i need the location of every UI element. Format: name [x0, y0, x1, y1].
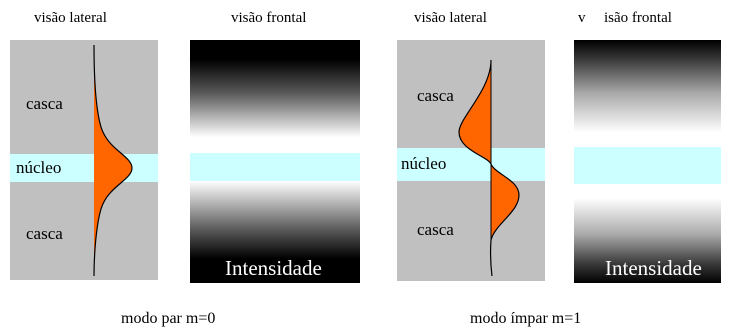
right-front-core-band	[574, 147, 721, 184]
even-mode-caption: modo par m=0	[121, 310, 215, 328]
odd-mode-caption: modo ímpar m=1	[470, 310, 581, 328]
left-front-view-panel: Intensidade	[190, 40, 360, 283]
right-cladding-top-label: casca	[417, 86, 454, 106]
left-cladding-bottom-label: casca	[26, 224, 63, 244]
left-core-label: núcleo	[16, 158, 61, 178]
left-intensity-label: Intensidade	[225, 256, 322, 281]
left-front-view-header: visão frontal	[231, 10, 306, 27]
right-front-view-header: isão frontal	[604, 10, 672, 27]
right-side-view-header: visão lateral	[414, 10, 487, 27]
right-intensity-label: Intensidade	[605, 256, 702, 281]
left-side-view-header: visão lateral	[34, 10, 107, 27]
right-front-view-header-v: v	[578, 10, 586, 27]
right-side-view-panel: casca núcleo casca	[397, 40, 545, 281]
left-side-view-panel: casca núcleo casca	[10, 40, 158, 280]
right-front-view-panel: Intensidade	[574, 40, 721, 283]
right-cladding-bottom-label: casca	[417, 220, 454, 240]
left-front-core-band	[190, 153, 360, 181]
left-cladding-top-label: casca	[26, 94, 63, 114]
right-core-label: núcleo	[401, 154, 446, 174]
